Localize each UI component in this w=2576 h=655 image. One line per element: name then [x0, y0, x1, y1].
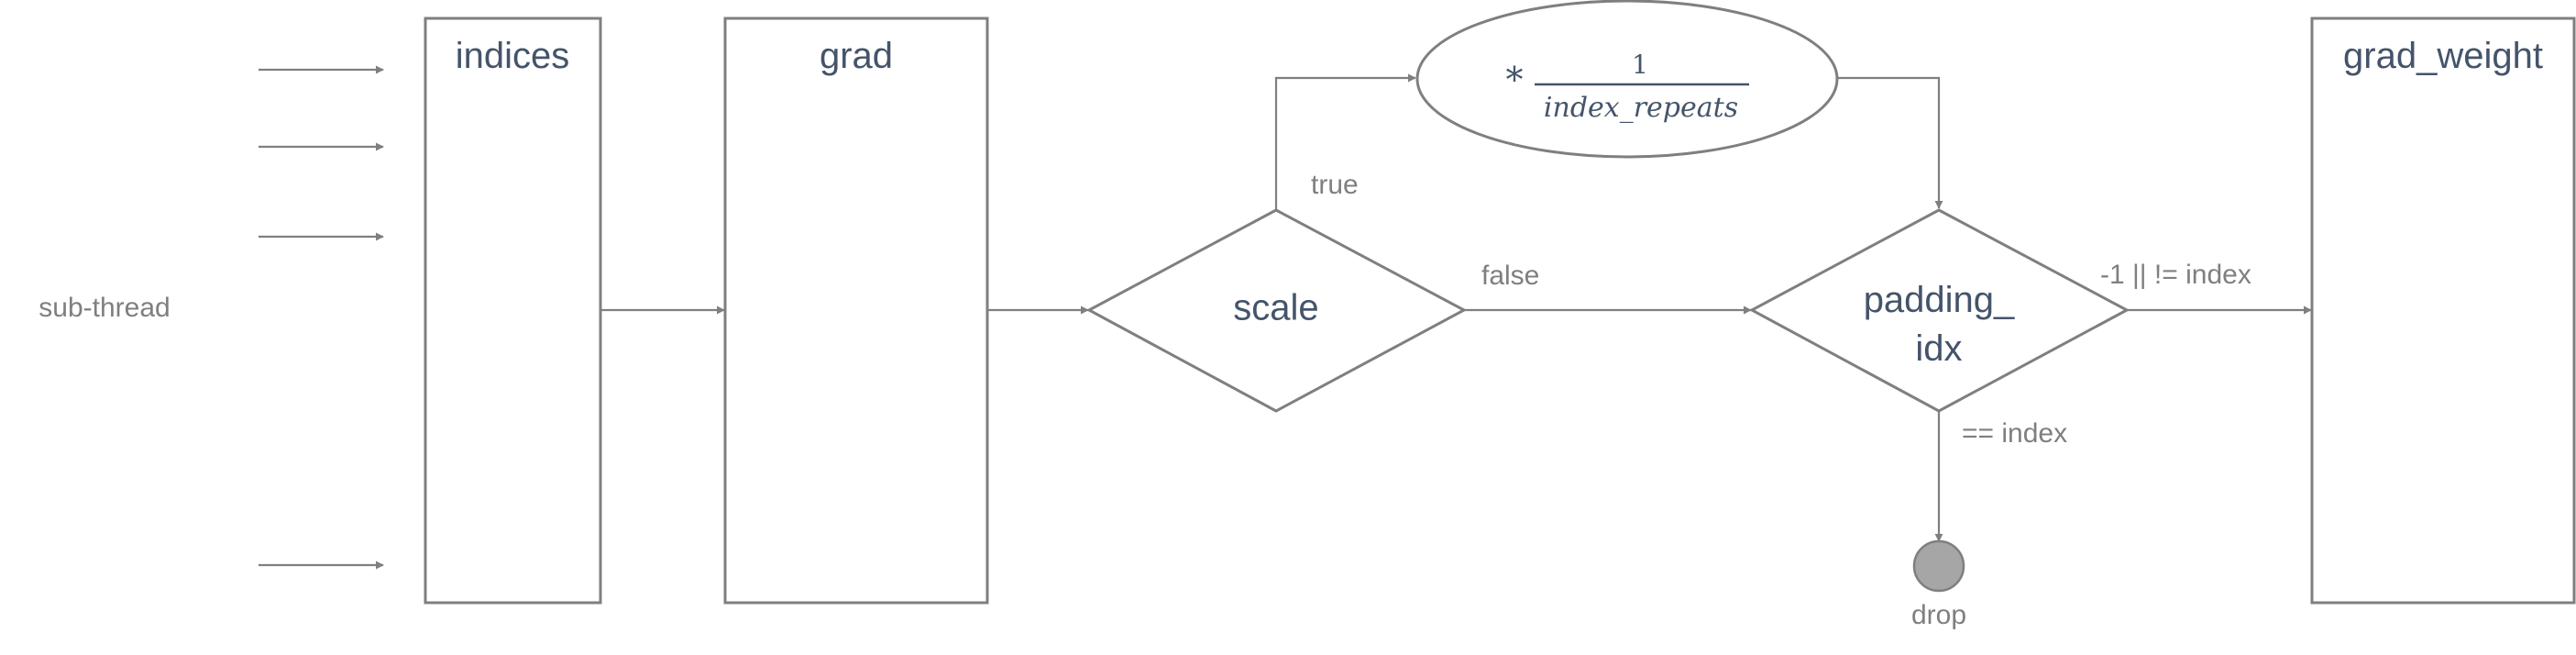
drop-label: drop [1911, 600, 1966, 630]
padding-idx-label-line1: padding_ [1864, 280, 2015, 320]
eq-index-edge-label: == index [1962, 418, 2067, 449]
true-edge-label: true [1311, 170, 1359, 200]
scale-label: scale [1233, 288, 1318, 328]
sub-thread-label: sub-thread [39, 293, 170, 323]
scaled-to-padding-arrow [1837, 76, 1943, 209]
padding-idx-label-line2: idx [1915, 328, 1962, 369]
indices-title: indices [456, 36, 570, 76]
fraction-denominator: index_repeats [1544, 92, 1738, 124]
multiply-sign: * [1506, 60, 1524, 100]
false-edge-label: false [1481, 261, 1539, 291]
scale-true-arrow [1274, 73, 1416, 210]
fraction-numerator: 1 [1632, 50, 1648, 80]
grad-weight-box [2310, 17, 2576, 605]
scale-decision [1085, 208, 1468, 413]
drop-terminal [1912, 539, 1965, 593]
index-repeats-scaling-node [1415, 0, 1839, 159]
grad-title: grad [820, 36, 893, 76]
indices-box [424, 17, 602, 605]
not-index-edge-label: -1 || != index [2100, 260, 2251, 290]
grad-weight-title: grad_weight [2343, 36, 2543, 76]
grad-box [723, 17, 989, 605]
